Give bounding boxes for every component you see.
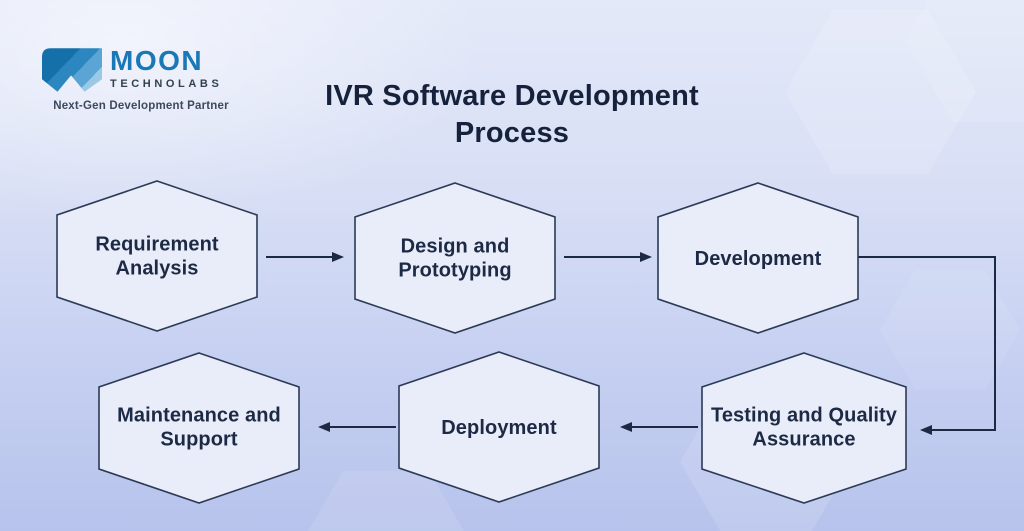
process-hexagons bbox=[56, 180, 907, 504]
arrow-development-to-testing bbox=[858, 256, 996, 435]
node-label-deployment: Deployment bbox=[441, 416, 557, 439]
moon-logo-icon bbox=[42, 48, 102, 92]
brand-subname: TECHNOLABS bbox=[110, 78, 223, 90]
hexagon-requirement-analysis bbox=[56, 180, 258, 332]
node-label-requirement-analysis: Requirement Analysis bbox=[95, 233, 219, 280]
page-title: IVR Software Development Process bbox=[325, 80, 699, 149]
brand-name: MOON bbox=[110, 45, 204, 76]
hexagon-design-and-prototyping bbox=[354, 182, 556, 334]
hexagon-deployment bbox=[398, 351, 600, 503]
brand-tagline: Next-Gen Development Partner bbox=[53, 100, 229, 112]
hexagon-maintenance-and-support bbox=[98, 352, 300, 504]
node-label-testing-and-quality-assurance: Testing and Quality Assurance bbox=[711, 404, 897, 451]
node-label-maintenance-and-support: Maintenance and Support bbox=[117, 404, 281, 451]
hexagon-development bbox=[657, 182, 859, 334]
node-label-development: Development bbox=[694, 247, 822, 270]
hexagon-testing-and-quality-assurance bbox=[701, 352, 907, 504]
flow-arrows bbox=[266, 252, 996, 435]
brand-logo: MOON TECHNOLABS Next-Gen Development Par… bbox=[42, 46, 240, 112]
node-label-design-and-prototyping: Design and Prototyping bbox=[398, 235, 512, 282]
